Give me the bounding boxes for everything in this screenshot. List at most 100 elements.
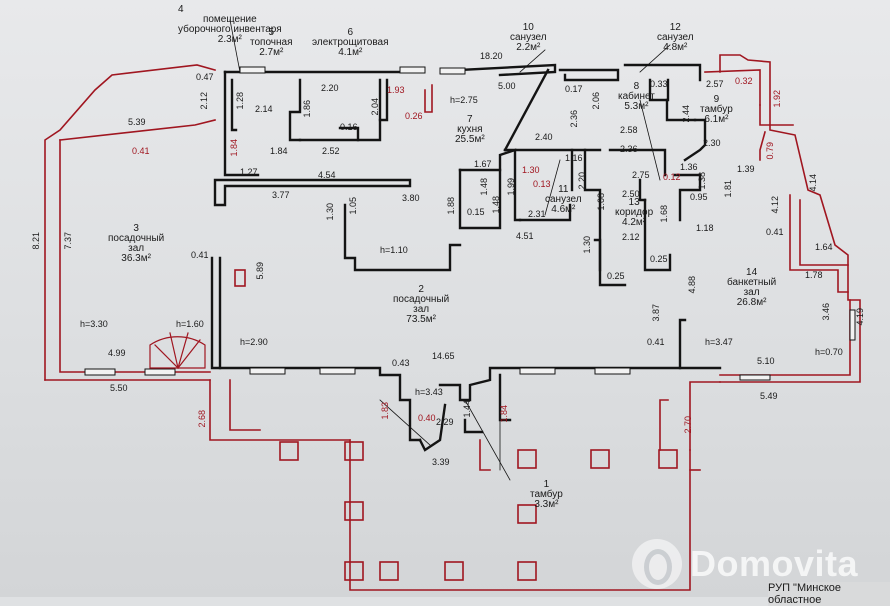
room-area: 2.3м² xyxy=(217,34,242,45)
dim-label: 1.48 xyxy=(491,196,501,214)
dim-label: 2.58 xyxy=(620,125,638,135)
room-name: электрощитовая xyxy=(312,37,389,48)
dim-label: 2.20 xyxy=(321,83,339,93)
room-name: банкетный xyxy=(727,277,777,288)
dim-label: 2.40 xyxy=(535,132,553,142)
room-number: 7 xyxy=(467,114,473,125)
dim-label: h=1.60 xyxy=(176,319,204,329)
dim-label: 1.84 xyxy=(270,146,288,156)
dim-label: 3.39 xyxy=(432,457,450,467)
dim-label: 0.25 xyxy=(650,254,668,264)
dim-label: 1.83 xyxy=(380,402,390,420)
dim-label: 0.41 xyxy=(132,146,150,156)
dim-label: 4.99 xyxy=(108,348,126,358)
dim-label: 3.46 xyxy=(821,303,831,321)
dim-label: 2.68 xyxy=(197,410,207,428)
dim-label: 0.79 xyxy=(765,142,775,160)
dim-label: 1.30 xyxy=(522,165,540,175)
dim-label: 3.80 xyxy=(402,193,420,203)
dim-label: 0.40 xyxy=(418,413,436,423)
dim-label: h=2.75 xyxy=(450,95,478,105)
room-label-7: 7 кухня 25.5м² xyxy=(455,115,485,145)
dim-label: 0.41 xyxy=(191,250,209,260)
dim-label: 1.67 xyxy=(474,159,492,169)
dim-label: 1.28 xyxy=(235,92,245,110)
room-area: 4.2м² xyxy=(622,217,647,228)
room-name-2: зал xyxy=(128,243,145,254)
room-name-2: зал xyxy=(413,304,430,315)
room-label-6: 6 электрощитовая 4.1м² xyxy=(312,28,389,58)
dim-label: 1.08 xyxy=(596,193,606,211)
room-number: 10 xyxy=(522,22,534,33)
dim-label: 2.52 xyxy=(322,146,340,156)
dim-label: 5.10 xyxy=(757,356,775,366)
dim-label: 4.14 xyxy=(808,174,818,192)
dim-label: 2.14 xyxy=(255,104,273,114)
dim-label: 0.32 xyxy=(735,76,753,86)
dim-label: 0.95 xyxy=(690,192,708,202)
dim-label: 1.05 xyxy=(348,197,358,215)
watermark-text: Domovita xyxy=(690,543,859,584)
room-number: 1 xyxy=(543,479,550,490)
room-name-2: зал xyxy=(743,287,760,298)
room-label-12: 12 санузел 4.8м² xyxy=(657,23,694,53)
room-number: 12 xyxy=(669,22,681,33)
room-number: 14 xyxy=(746,267,758,278)
room-number: 2 xyxy=(418,284,424,295)
dim-label: 0.17 xyxy=(565,84,583,94)
dim-label: 0.16 xyxy=(340,122,358,132)
room-number: 8 xyxy=(633,81,640,92)
dim-label: 0.43 xyxy=(392,358,410,368)
dim-label: 0.15 xyxy=(467,207,485,217)
room-area: 2.7м² xyxy=(259,47,284,58)
room-label-11: 11 санузел 4.6м² xyxy=(545,185,582,215)
room-area: 36.3м² xyxy=(121,253,151,264)
dim-label: 2.29 xyxy=(436,417,454,427)
dim-label: 1.84 xyxy=(499,405,509,423)
dim-label: 1.30 xyxy=(325,203,335,221)
room-area: 6.1м² xyxy=(704,114,729,125)
room-area: 4.6м² xyxy=(551,204,576,215)
dim-label: 1.88 xyxy=(446,197,456,215)
room-area: 5.3м² xyxy=(624,101,649,112)
dim-label: 1.86 xyxy=(302,100,312,118)
dim-label: 2.50 xyxy=(622,189,640,199)
room-area: 3.3м² xyxy=(534,499,559,510)
dim-label: 3.87 xyxy=(651,304,661,322)
dim-label: 0.13 xyxy=(533,179,551,189)
dim-label: 1.93 xyxy=(387,85,405,95)
room-name: топочная xyxy=(250,37,293,48)
room-label-10: 10 санузел 2.2м² xyxy=(510,23,547,53)
dim-label: 1.39 xyxy=(737,164,755,174)
dim-label: h=3.30 xyxy=(80,319,108,329)
room-name: санузел xyxy=(510,32,547,43)
dim-label: 18.20 xyxy=(480,51,503,61)
room-name: кухня xyxy=(457,124,483,135)
dim-label: 0.25 xyxy=(607,271,625,281)
dim-label: 1.44 xyxy=(462,400,472,418)
dim-label: 3.77 xyxy=(272,190,290,200)
room-label-13: 13 коридор 4.2м² xyxy=(615,198,653,228)
room-label-2: 2 посадочный зал 73.5м² xyxy=(393,285,449,325)
dim-label: 1.38 xyxy=(697,172,707,190)
dim-label: 4.88 xyxy=(687,276,697,294)
dim-label: 2.44 xyxy=(681,105,691,123)
room-area: 2.2м² xyxy=(516,42,541,53)
dim-label: 1.68 xyxy=(659,205,669,223)
dim-label: 2.30 xyxy=(703,138,721,148)
dim-label: 5.00 xyxy=(498,81,516,91)
dim-label: 2.06 xyxy=(591,92,601,110)
dim-label: 1.99 xyxy=(506,178,516,196)
dim-label: 0.12 xyxy=(663,172,681,182)
dim-label: 2.36 xyxy=(569,110,579,128)
outer-contour-lines xyxy=(44,54,861,591)
dim-label: 1.78 xyxy=(805,270,823,280)
dim-label: 1.84 xyxy=(229,139,239,157)
spiral-staircase xyxy=(149,332,206,369)
room-area: 25.5м² xyxy=(455,134,485,145)
room-label-1: 1 тамбур 3.3м² xyxy=(530,480,563,510)
room-area: 26.8м² xyxy=(736,297,767,308)
dimension-leaders xyxy=(229,19,671,481)
room-label-4: 4 помещение уборочного инвентаря 2.3м² xyxy=(178,5,282,45)
